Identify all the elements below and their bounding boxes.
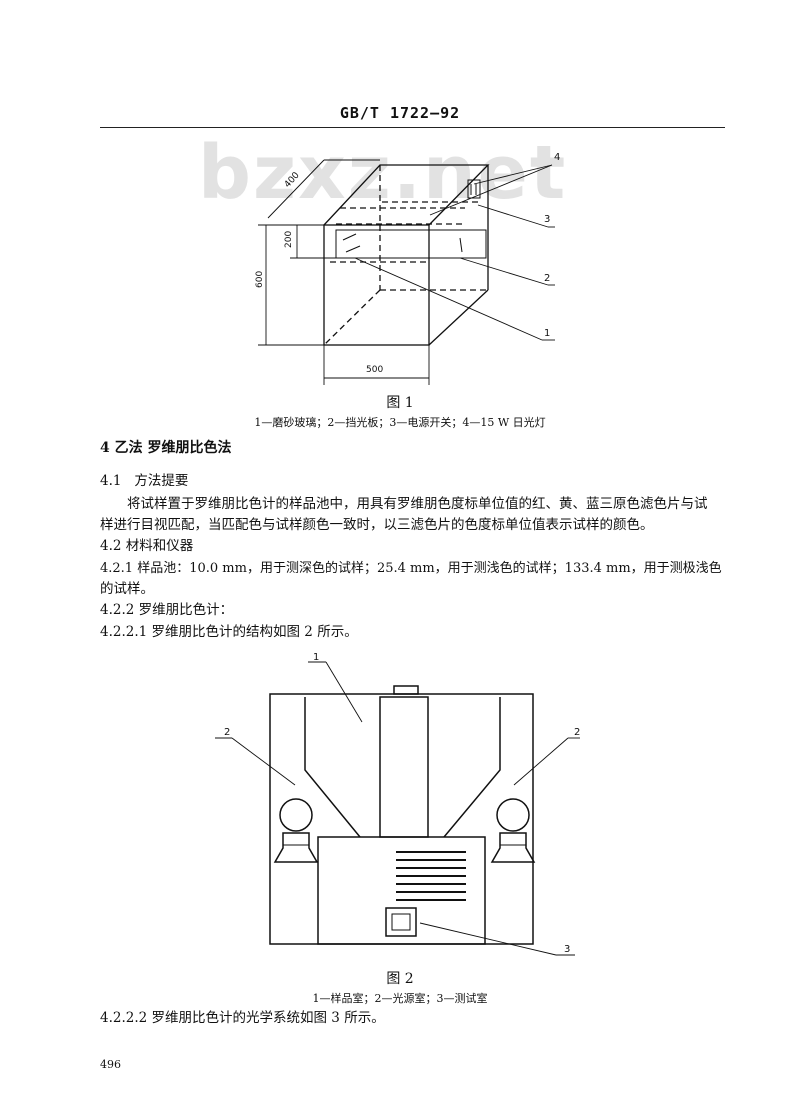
callout-1: 1: [544, 328, 550, 339]
sample-chamber: [379, 696, 429, 838]
header-rule: [100, 127, 725, 128]
frosted-glass-window: [335, 229, 487, 259]
figure-2-callouts: [215, 661, 580, 956]
section-4-2-2-2-text: 4.2.2.2 罗维朋比色计的光学系统如图 3 所示。: [100, 1010, 385, 1026]
figure-2-drawing: 1 2 2 3: [215, 652, 580, 956]
lamp-fixture: [467, 179, 481, 199]
standard-header: GB/T 1722—92: [339, 104, 461, 122]
dim-200-label: 200: [284, 231, 294, 248]
callout-4: 4: [554, 152, 560, 163]
vent-slots: [396, 851, 466, 901]
callout-2-left: 2: [224, 727, 230, 738]
figure-2-legend: 1—样品室；2—光源室；3—测试室: [312, 992, 488, 1005]
callout-3-test: 3: [564, 944, 570, 955]
section-4-1-text-1: 将试样置于罗维朋比色计的样品池中，用具有罗维朋色度标单位值的红、黄、蓝三原色滤色…: [127, 496, 708, 512]
section-4-1-number: 4.1: [100, 473, 122, 489]
page-number: 496: [100, 1058, 121, 1071]
callout-1-sample: 1: [313, 652, 319, 663]
section-4-1-text-2: 样进行目视匹配，当匹配色与试样颜色一致时，以三滤色片的色度标单位值表示试样的颜色…: [100, 517, 654, 533]
figure-1-legend: 1—磨砂玻璃；2—挡光板；3—电源开关；4—15 W 日光灯: [254, 416, 546, 429]
eyepiece: [385, 907, 417, 937]
left-lamp-bulb: [279, 798, 313, 832]
figure-2-title: 图 2: [386, 971, 414, 987]
box-top-face: [323, 164, 490, 226]
figure-1-title: 图 1: [386, 395, 414, 411]
section-4-2-2-1-text: 4.2.2.1 罗维朋比色计的结构如图 2 所示。: [100, 624, 358, 640]
section-4-2-1-text-2: 的试样。: [100, 581, 154, 597]
right-funnel-line: [443, 697, 501, 838]
right-lamp-base: [490, 832, 536, 863]
top-knob: [393, 685, 419, 695]
section-4-heading: 4 乙法 罗维朋比色法: [100, 440, 232, 456]
section-4-1-heading: 4.1 方法提要: [100, 472, 188, 490]
box-bottom-right-edge: [428, 289, 489, 346]
colorimeter-housing: [269, 693, 534, 945]
test-chamber: [317, 836, 486, 945]
section-4-2-2-heading: 4.2.2 罗维朋比色计：: [100, 602, 234, 618]
figure-1-callouts: [354, 164, 555, 341]
figure-1-drawing: 400 200 600 500 4 3 2 1: [255, 152, 560, 385]
section-4-1-title: 方法提要: [134, 473, 189, 489]
section-4-2-heading: 4.2 材料和仪器: [100, 538, 194, 554]
right-lamp-bulb: [496, 798, 530, 832]
callout-2-right: 2: [574, 727, 580, 738]
left-lamp-base: [273, 832, 319, 863]
left-funnel-line: [304, 697, 361, 838]
callout-3: 3: [544, 214, 550, 225]
callout-2: 2: [544, 273, 550, 284]
box-front-face: [323, 224, 430, 346]
watermark-text: bzxz.net: [198, 130, 568, 216]
dim-600-label: 600: [255, 271, 265, 288]
section-4-2-1-text-1: 4.2.1 样品池：10.0 mm，用于测深色的试样；25.4 mm，用于测浅色…: [100, 561, 722, 576]
dim-500-label: 500: [366, 365, 383, 375]
